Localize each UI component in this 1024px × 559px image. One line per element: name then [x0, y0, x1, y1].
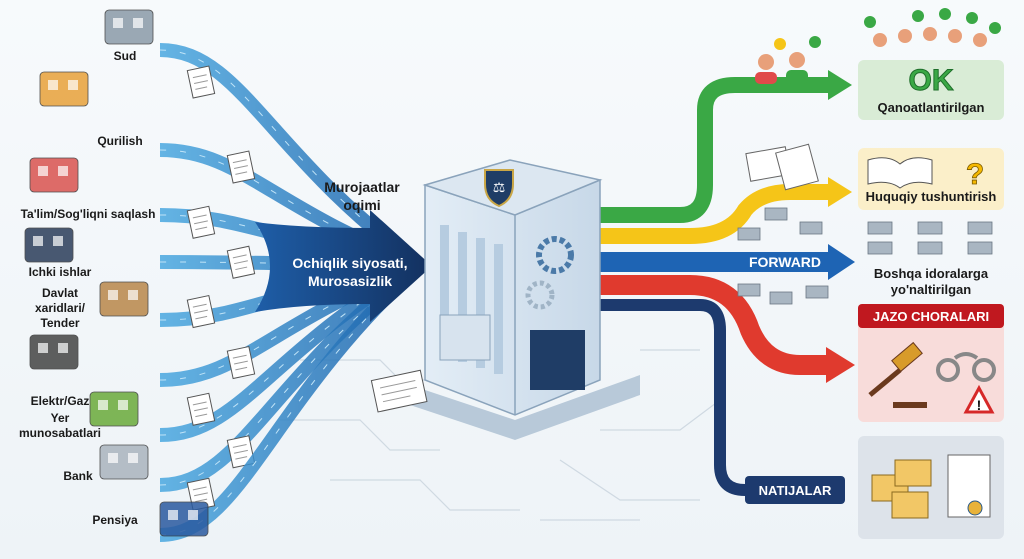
outcome-results: [858, 436, 1004, 539]
forwarded-label-line2: yo'naltirilgan: [891, 282, 971, 297]
certificate-icon: [947, 454, 991, 518]
source-label: Ta'lim/Sog'liqni saqlash: [21, 207, 156, 221]
satisfied-arrow: [595, 77, 830, 223]
penalties-label: JAZO CHORALARI: [873, 309, 989, 324]
stream-highlight: [159, 264, 421, 536]
warning-icon: !: [963, 384, 995, 414]
passport-icon: [159, 501, 209, 537]
open-book-icon: [867, 157, 933, 189]
penalty-arrow: [595, 275, 830, 375]
source-label: Sud: [114, 49, 137, 63]
justice-shield-icon: [484, 169, 514, 208]
svg-text:!: !: [977, 397, 982, 413]
source-label: munosabatlari: [19, 426, 101, 440]
document-icon: [226, 245, 256, 279]
input-stream: [159, 43, 425, 271]
gear-icon: [536, 236, 574, 274]
source-label: Yer: [51, 411, 70, 425]
source-label: Bank: [63, 469, 93, 483]
policy-text-line1: Ochiqlik siyosati,: [292, 255, 407, 271]
satisfied-label: Qanoatlantirilgan: [878, 100, 985, 115]
government-building: ⚖: [370, 159, 640, 440]
source-label: Ichki ishlar: [29, 265, 92, 279]
document-icon: [186, 65, 216, 99]
documents-stack-icon: [745, 143, 819, 191]
envelopes-icon: [871, 459, 932, 519]
scales-icon: ⚖: [493, 179, 506, 195]
people-group-icon: [873, 27, 987, 47]
bank-icon: [99, 444, 149, 480]
police-car-badge-icon: [24, 227, 74, 263]
handcuffs-icon: [936, 352, 996, 382]
source-label: Davlat: [42, 286, 78, 300]
results-badge: NATIJALAR: [745, 476, 845, 504]
document-icon: [186, 294, 216, 329]
gear-icon: [525, 280, 555, 310]
gavel-icon: [868, 341, 927, 408]
document-icon: [186, 392, 216, 426]
explained-arrow: [595, 184, 830, 244]
document-icon: [226, 435, 256, 469]
source-label: Pensiya: [92, 513, 138, 527]
outcome-satisfied: OK Qanoatlantirilgan: [858, 8, 1004, 120]
policy-arrow: Ochiqlik siyosati, Murosasizlik: [255, 210, 432, 322]
document-icon: [370, 369, 428, 413]
stream-highlight: [159, 261, 421, 266]
explained-label: Huquqiy tushuntirish: [866, 189, 997, 204]
school-hospital-icon: [29, 157, 79, 193]
land-plot-icon: [89, 391, 139, 427]
data-screen: [530, 330, 585, 390]
forward-label: FORWARD: [749, 254, 821, 270]
network-buildings-icon: [737, 207, 993, 305]
people-chat-icon: [755, 36, 821, 84]
power-pipe-icon: [29, 334, 79, 370]
output-arrows: [595, 70, 855, 496]
contract-money-icon: [99, 281, 149, 317]
document-icon: [226, 345, 256, 380]
outcome-penalties: JAZO CHORALARI !: [858, 304, 1004, 422]
crane-computer-icon: [39, 71, 89, 107]
policy-text-line2: Murosasizlik: [308, 273, 392, 289]
results-line: [595, 299, 746, 496]
svg-text:NATIJALAR: NATIJALAR: [759, 483, 832, 498]
document-icon: [226, 150, 256, 184]
document-icon: [186, 205, 216, 239]
question-mark-icon: ?: [966, 158, 984, 191]
outcome-explained: ? Huquqiy tushuntirish: [858, 148, 1004, 210]
source-label: Qurilish: [97, 134, 142, 148]
courthouse-gavel-icon: [104, 9, 154, 45]
ok-badge: OK: [909, 64, 954, 97]
flow-title-line2: oqimi: [343, 197, 380, 213]
flow-title-line1: Murojaatlar: [324, 179, 400, 195]
source-label: xaridlari/: [35, 301, 86, 315]
checkmark-icons: [864, 8, 1001, 34]
forwarded-label-line1: Boshqa idoralarga: [874, 266, 989, 281]
source-label: Tender: [40, 316, 79, 330]
source-label: Elektr/Gaz: [31, 394, 90, 408]
